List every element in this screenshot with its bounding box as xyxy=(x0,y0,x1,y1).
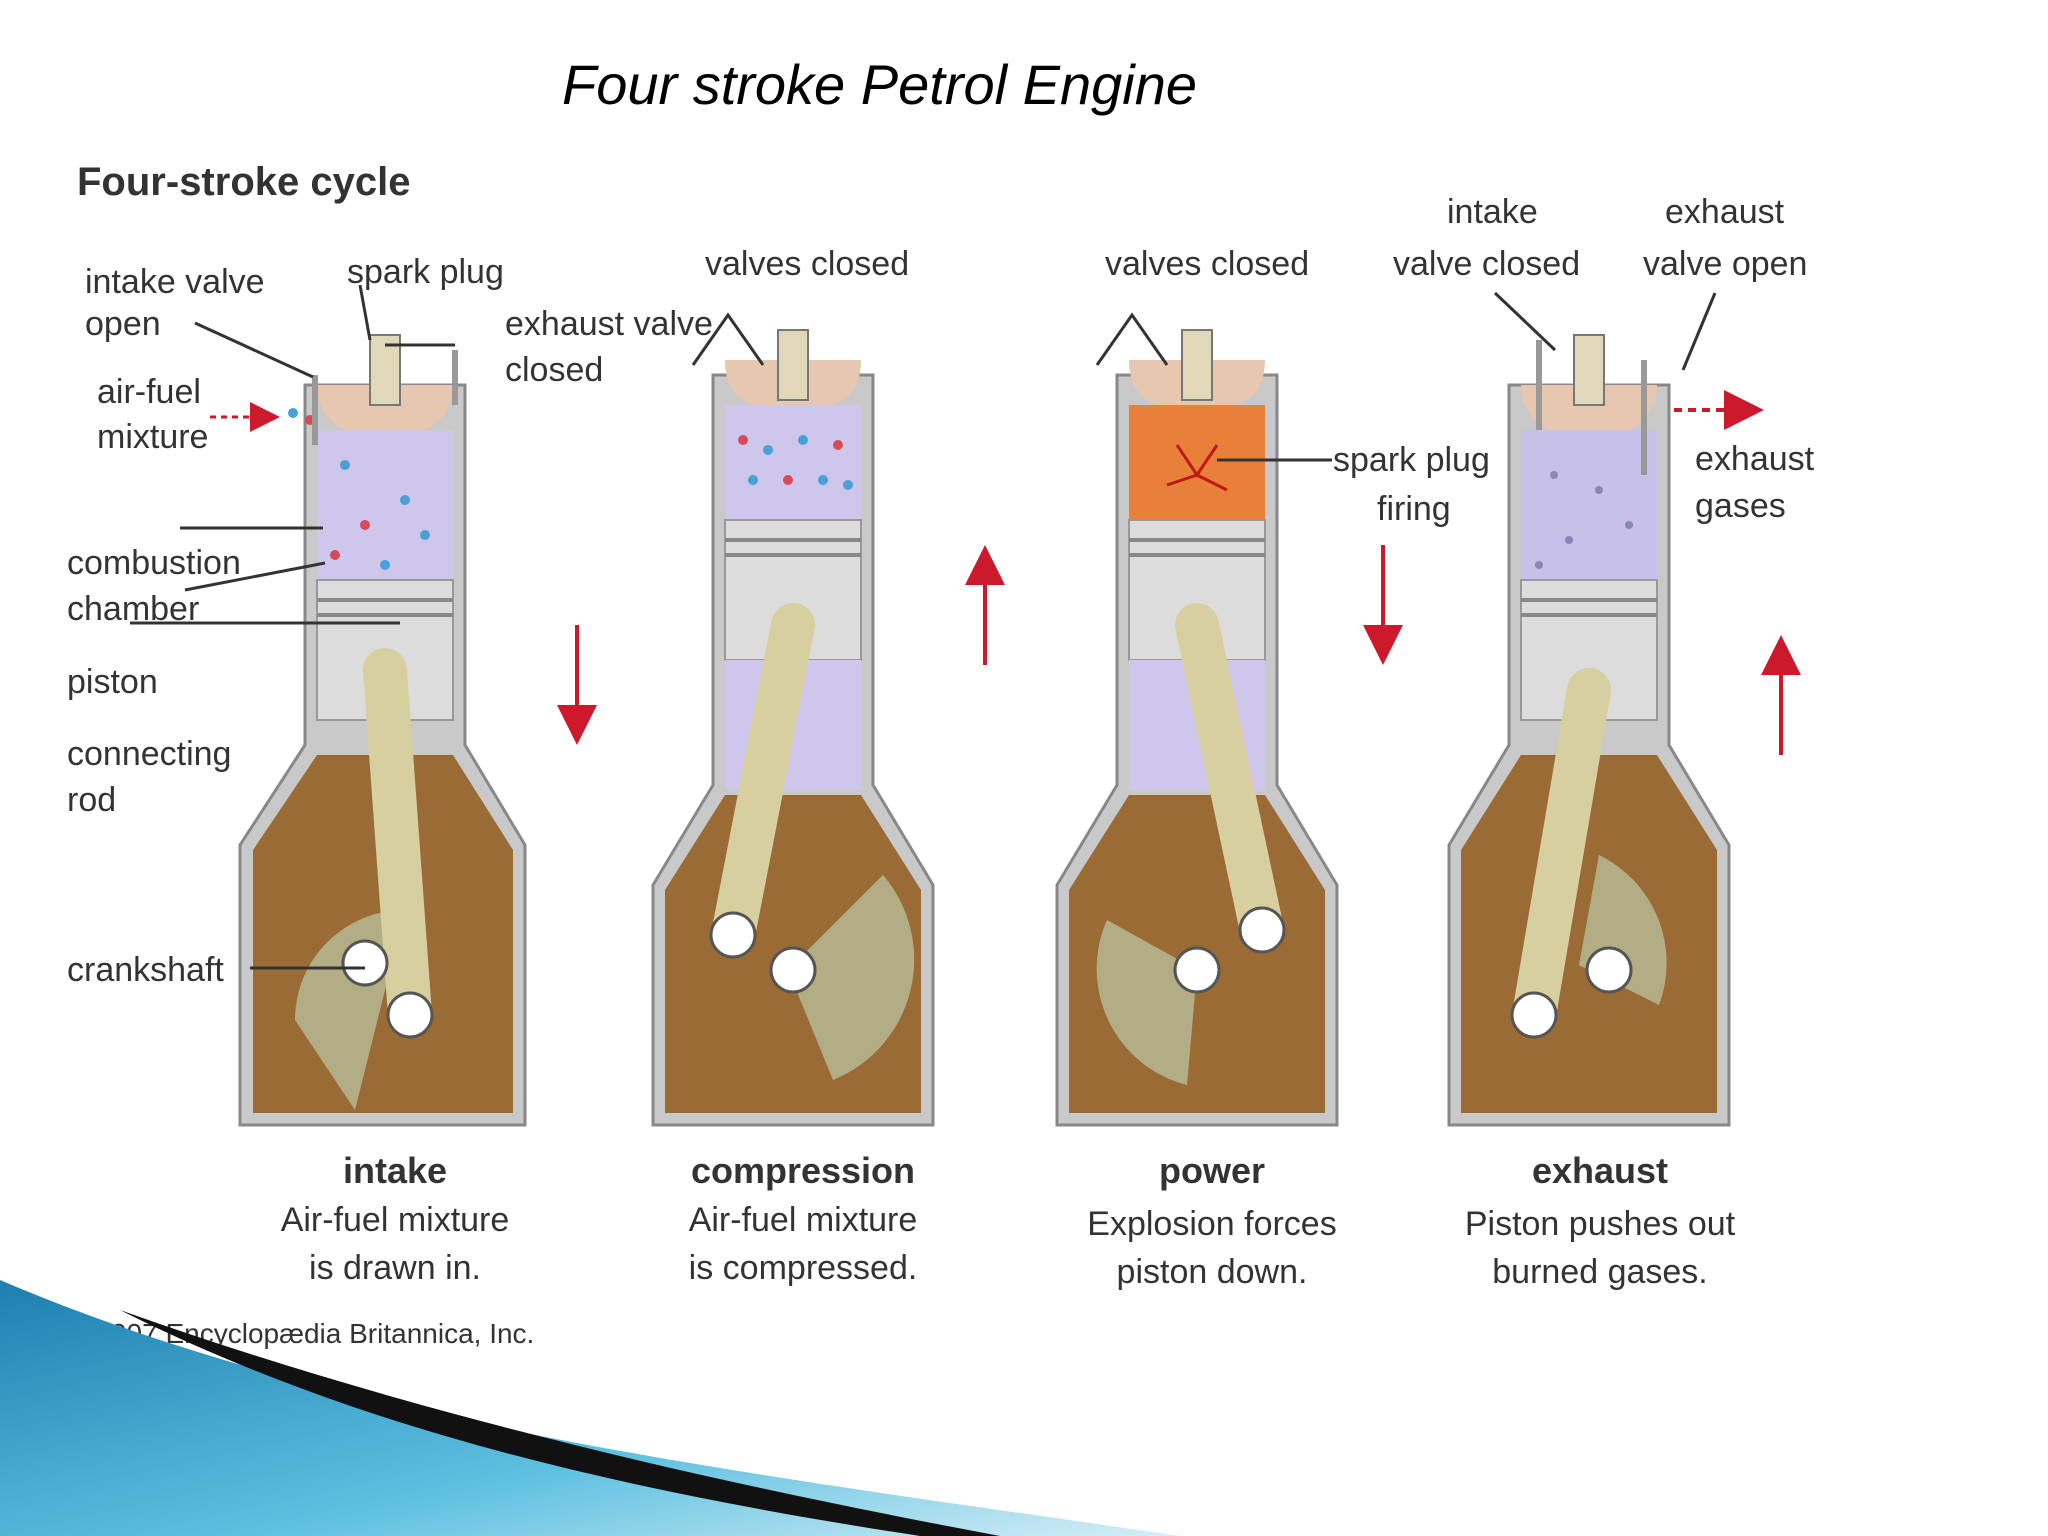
leader-intake-closed xyxy=(1493,291,1557,352)
engine-intake xyxy=(238,334,597,1127)
stroke-name-exhaust: exhaust xyxy=(1532,1150,1668,1191)
label-exhaust-valve-2: closed xyxy=(505,351,603,389)
combustion-chamber xyxy=(725,405,861,520)
label-valves-closed-compression: valves closed xyxy=(705,245,909,283)
stroke-desc-power-1: Explosion forces xyxy=(1087,1205,1336,1243)
label-spark-firing-1: spark plug xyxy=(1333,441,1490,479)
leader-spark-plug xyxy=(358,284,372,341)
label-air-fuel-2: mixture xyxy=(97,418,208,456)
label-crankshaft: crankshaft xyxy=(67,951,224,989)
label-air-fuel-1: air-fuel xyxy=(97,373,201,411)
stroke-name-intake: intake xyxy=(343,1150,447,1191)
stroke-desc-intake-2: is drawn in. xyxy=(309,1249,481,1287)
stroke-desc-exhaust-2: burned gases. xyxy=(1492,1253,1708,1291)
label-exhaust-open-1: exhaust xyxy=(1665,193,1785,231)
stroke-desc-compression-2: is compressed. xyxy=(689,1249,918,1287)
stroke-name-power: power xyxy=(1159,1150,1265,1191)
label-piston: piston xyxy=(67,663,158,701)
label-intake-valve-1: intake valve xyxy=(85,263,265,301)
stroke-desc-intake-1: Air-fuel mixture xyxy=(281,1201,510,1239)
label-connecting-1: connecting xyxy=(67,735,231,773)
engine-compression xyxy=(651,312,1005,1127)
leader-intake-valve xyxy=(194,321,314,379)
decorative-swoosh xyxy=(0,1280,1180,1536)
label-spark-firing-2: firing xyxy=(1377,490,1451,528)
label-intake-valve-2: open xyxy=(85,305,161,343)
label-valves-closed-power: valves closed xyxy=(1105,245,1309,283)
crankshaft xyxy=(1585,946,1633,994)
label-spark-plug: spark plug xyxy=(347,253,504,291)
label-exhaust-gases-2: gases xyxy=(1695,487,1786,525)
stroke-name-compression: compression xyxy=(691,1150,915,1191)
label-intake-closed-1: intake xyxy=(1447,193,1538,231)
spark-plug xyxy=(1573,334,1605,406)
slide-title: Four stroke Petrol Engine xyxy=(562,53,1197,116)
crankshaft xyxy=(769,946,817,994)
leader-combustion-chamber xyxy=(184,561,326,592)
diagram-svg: Four-stroke cycle xyxy=(67,160,1815,1349)
spark-plug xyxy=(777,329,809,401)
stroke-desc-exhaust-1: Piston pushes out xyxy=(1465,1205,1736,1243)
label-exhaust-valve-1: exhaust valve xyxy=(505,305,713,343)
label-combustion-1: combustion xyxy=(67,544,241,582)
labels: intake valve open spark plug exhaust val… xyxy=(67,193,1815,989)
label-exhaust-open-2: valve open xyxy=(1643,245,1807,283)
label-connecting-2: rod xyxy=(67,781,116,819)
stroke-captions: intake Air-fuel mixture is drawn in. com… xyxy=(281,1150,1736,1291)
label-intake-closed-2: valve closed xyxy=(1393,245,1580,283)
spark-plug xyxy=(369,334,401,406)
label-combustion-2: chamber xyxy=(67,590,199,628)
leader-exhaust-open xyxy=(1681,292,1717,371)
crankshaft xyxy=(341,939,389,987)
engine-power xyxy=(1055,312,1403,1127)
valves-closed-pointer xyxy=(1095,312,1169,366)
spark-plug xyxy=(1181,329,1213,401)
engine-exhaust xyxy=(1447,334,1801,1127)
label-exhaust-gases-1: exhaust xyxy=(1695,440,1815,478)
crankshaft xyxy=(1173,946,1221,994)
stroke-desc-compression-1: Air-fuel mixture xyxy=(689,1201,918,1239)
combustion-chamber xyxy=(1129,405,1265,520)
valves-closed-pointer xyxy=(691,312,765,366)
stroke-desc-power-2: piston down. xyxy=(1117,1253,1308,1291)
figure-heading: Four-stroke cycle xyxy=(77,160,410,204)
combustion-chamber xyxy=(1521,430,1657,580)
engine-diagram: Four-stroke cycle xyxy=(55,145,1845,1355)
